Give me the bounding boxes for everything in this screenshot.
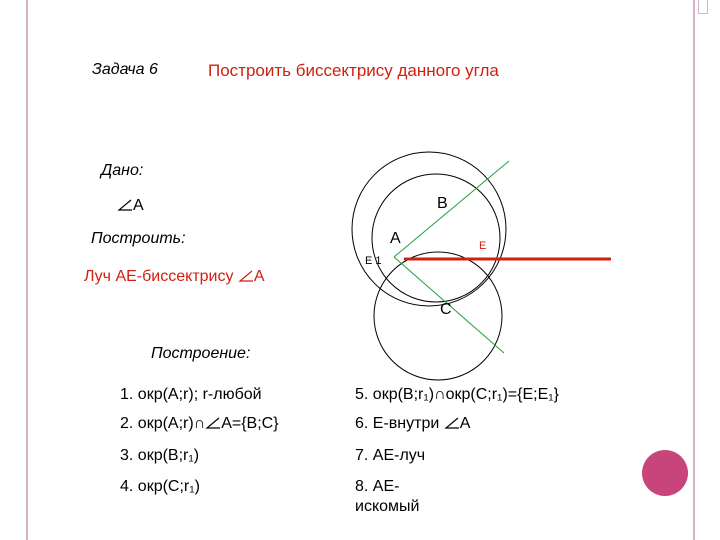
step-7: 7. АЕ-луч [355,447,426,464]
ray-bisector-text: Луч АЕ-биссектрису А [84,269,265,285]
circle-C [373,251,503,381]
task-number: Задача 6 [92,61,158,78]
label-E1: E 1 [365,255,382,267]
step-1: 1. окр(А;r); r-любой [120,386,262,403]
step-5-part-b: окр(С;r₁)={Е;Е₁} [445,386,559,403]
slide-frame-right [693,0,720,540]
ray-text: Луч АЕ-биссектрису [84,268,238,285]
step-5-part-a: 5. окр(В;r₁) [355,386,435,403]
circle-B [371,173,501,303]
angle-icon [205,417,221,429]
angle-icon [238,270,253,282]
angle-icon [117,199,132,211]
ray-angle-letter: А [253,268,265,285]
circle-A [351,151,507,307]
angle-side-lower [393,256,505,354]
given-angle: A [117,198,144,214]
intersection-icon: ∩ [193,415,206,432]
decorative-circle [642,450,688,496]
step-6: 6. Е-внутри А [355,414,470,434]
given-label: Дано: [101,162,144,179]
step-2-part-b: А={В;С} [221,415,279,432]
construction-label: Построение: [151,345,251,362]
construct-label: Построить: [91,230,186,247]
label-A: A [390,230,401,247]
step-3: 3. окр(В;r₁) [120,447,200,464]
step-4: 4. окр(С;r₁) [120,478,200,495]
angle-icon [444,417,459,429]
slide-frame-left [0,0,28,540]
task-title: Построить биссектрису данного угла [208,61,499,80]
intersection-icon: ∩ [434,386,446,403]
label-B: B [437,195,448,212]
step-5: 5. окр(В;r₁)∩окр(С;r₁)={Е;Е₁} [355,385,559,405]
step-2-part-a: 2. окр(А;r) [120,415,194,432]
label-C: C [440,301,452,318]
slide-frame-tab [698,0,708,14]
given-angle-letter: A [133,197,144,214]
angle-side-upper [393,160,510,258]
step-6-part-a: 6. Е-внутри [355,415,444,432]
step-6-part-b: А [459,415,471,432]
step-2: 2. окр(А;r)∩ А={В;С} [120,414,279,434]
label-E: E [479,240,486,252]
step-8: 8. АЕ-искомый [355,478,420,515]
